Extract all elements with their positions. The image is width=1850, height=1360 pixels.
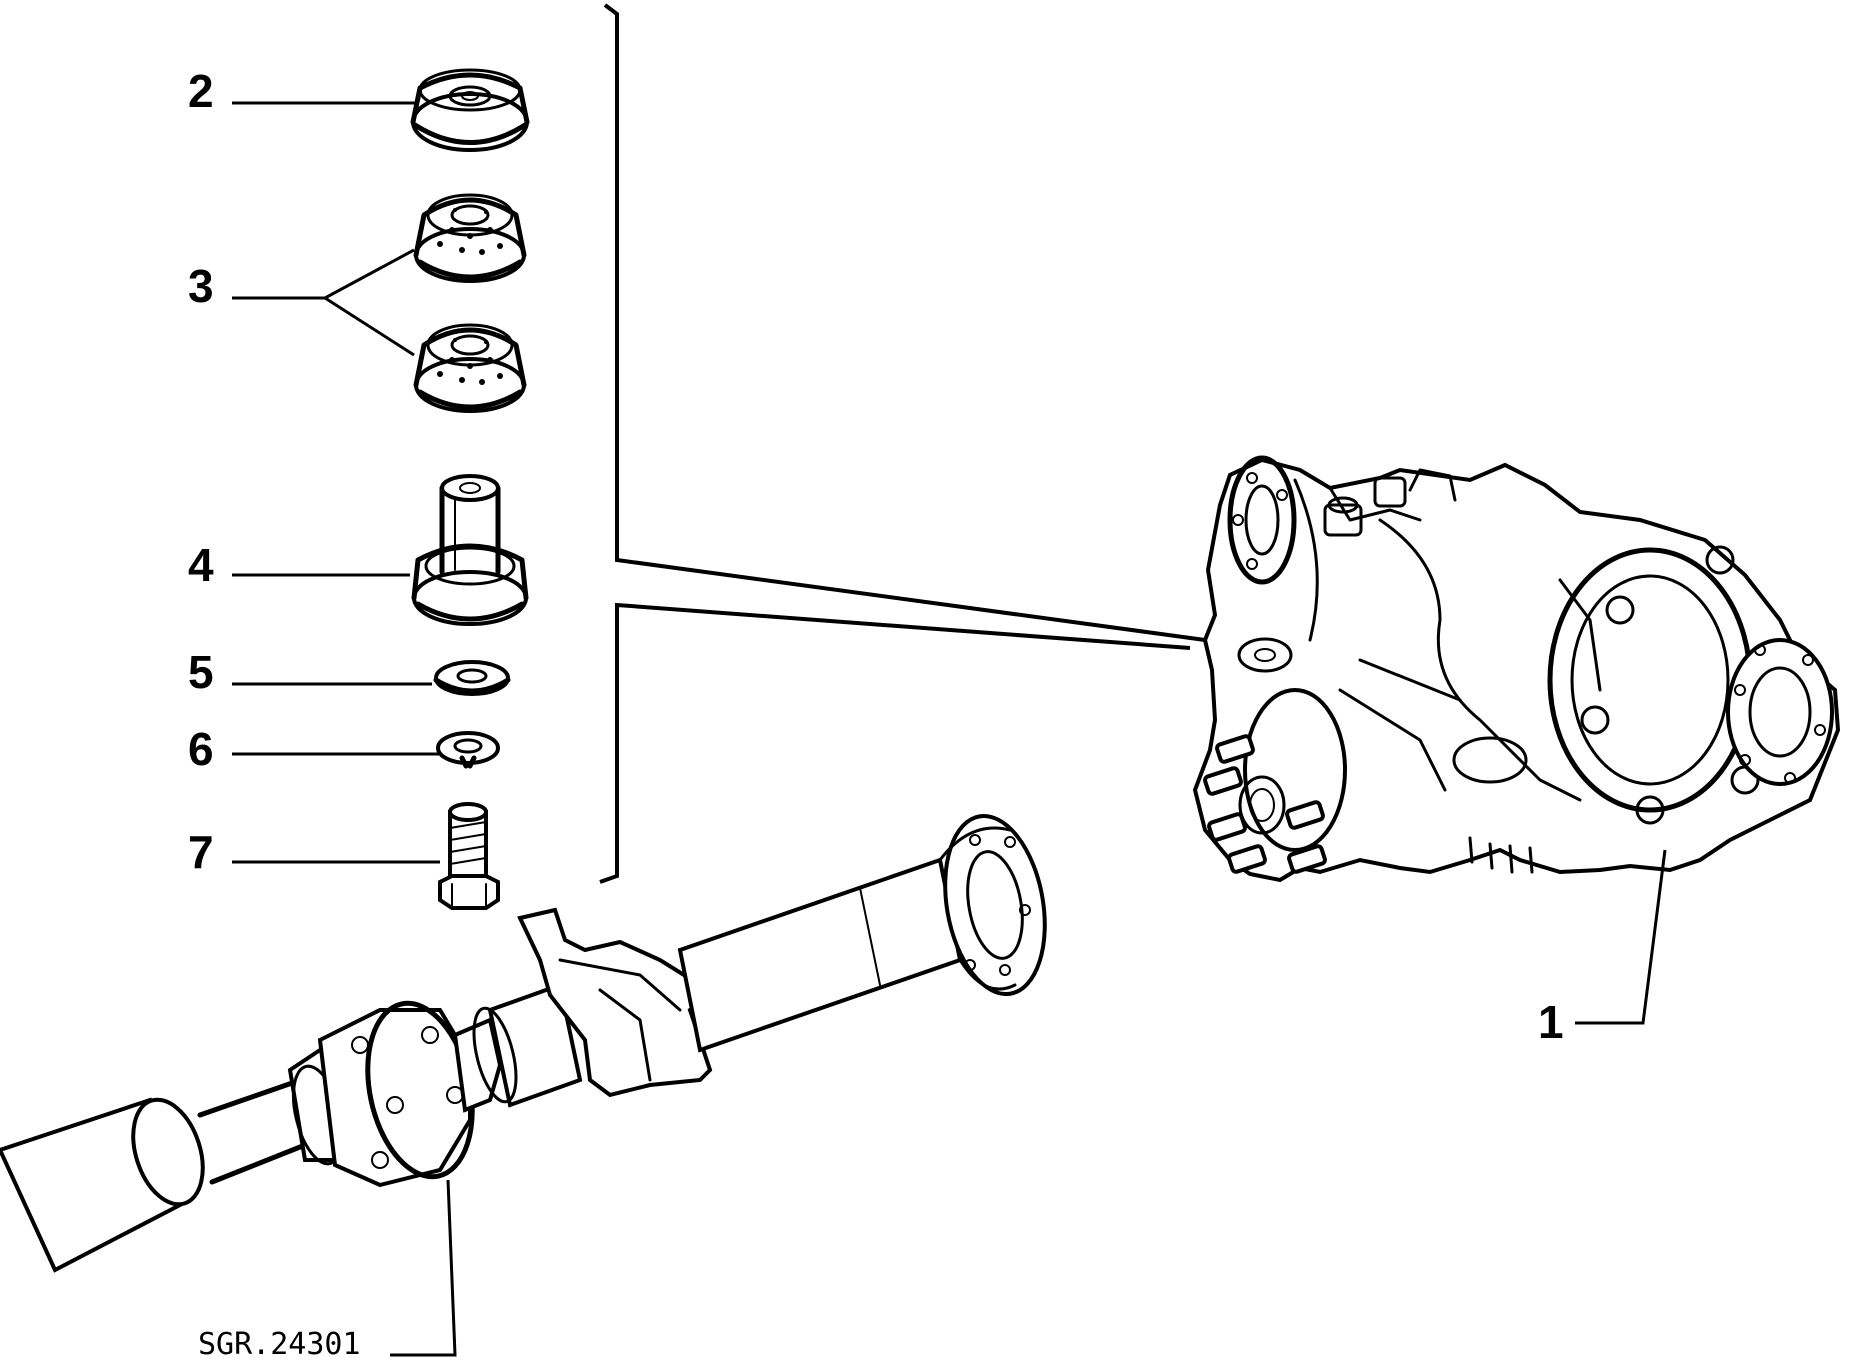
callout-4: 4 (188, 539, 214, 591)
callout-3: 3 (188, 260, 214, 312)
part-6-spring-washer (436, 731, 500, 769)
callout-labels: 1 2 3 4 5 6 7 SGR.24301 (188, 65, 1564, 1360)
part-3-bushing-lower (413, 323, 527, 413)
callout-6: 6 (188, 723, 214, 775)
part-3-bushing-upper (413, 193, 527, 283)
part-5-washer (433, 660, 511, 696)
callout-2: 2 (188, 65, 214, 117)
propeller-shaft (0, 813, 1047, 1273)
part-2-cap (410, 68, 530, 152)
callout-7: 7 (188, 826, 214, 878)
group-bracket (599, 3, 1206, 884)
drawing-code: SGR.24301 (198, 1327, 361, 1360)
part-1-differential (1192, 455, 1841, 883)
part-7-bolt (438, 802, 500, 910)
leader-lines (232, 101, 1667, 1357)
callout-1: 1 (1538, 996, 1564, 1048)
part-4-sleeve (411, 474, 529, 626)
callout-5: 5 (188, 646, 214, 698)
